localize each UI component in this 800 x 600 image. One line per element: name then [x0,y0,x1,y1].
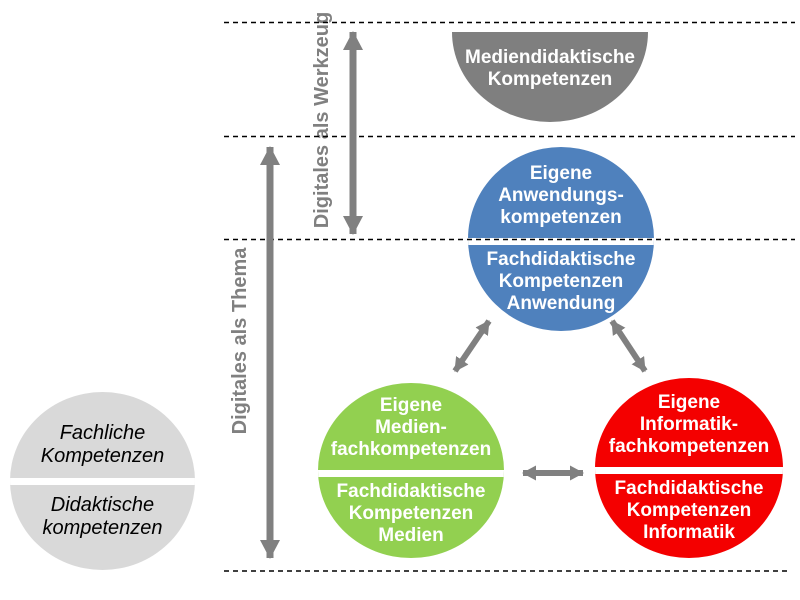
node-top-label: Eigene Medien- fachkompetenzen [330,394,492,460]
node-top-half: Eigene Anwendungs- kompetenzen [468,147,654,238]
node-medienfachkompetenzen: Eigene Medien- fachkompetenzen Fachdidak… [318,383,504,558]
node-label: Mediendidaktische Kompetenzen [465,47,635,90]
arrow-anwendung-informatik [609,319,648,373]
node-bottom-half: Fachdidaktische Kompetenzen Informatik [595,474,783,558]
node-divider [595,467,783,474]
node-bottom-label: Fachdidaktische Kompetenzen Medien [336,480,486,546]
node-divider [468,238,654,245]
node-anwendungskompetenzen: Eigene Anwendungs- kompetenzen Fachdidak… [468,147,654,331]
node-mediendidaktische-kompetenzen: Mediendidaktische Kompetenzen [452,32,648,122]
node-top-half: Fachliche Kompetenzen [10,392,195,478]
node-top-label: Fachliche Kompetenzen [40,422,165,467]
node-bottom-half: Fachdidaktische Kompetenzen Anwendung [468,245,654,331]
node-top-half: Eigene Informatik- fachkompetenzen [595,378,783,467]
node-bottom-label: Didaktische kompetenzen [42,494,163,539]
node-top-label: Eigene Anwendungs- kompetenzen [498,163,624,228]
node-divider [318,469,504,477]
node-bottom-half: Fachdidaktische Kompetenzen Medien [318,477,504,559]
node-top-label: Eigene Informatik- fachkompetenzen [608,392,770,457]
node-bottom-label: Fachdidaktische Kompetenzen Informatik [614,478,764,543]
node-bottom-label: Fachdidaktische Kompetenzen Anwendung [486,249,636,314]
axis-label-digitales-als-thema: Digitales als Thema [229,247,251,435]
node-divider [10,478,195,485]
node-informatikfachkompetenzen: Eigene Informatik- fachkompetenzen Fachd… [595,378,783,558]
node-bottom-half: Didaktische kompetenzen [10,485,195,570]
axis-label-digitales-als-werkzeug: Digitales als Werkzeug [311,11,333,229]
arrow-anwendung-medien [452,319,492,373]
node-top-half: Eigene Medien- fachkompetenzen [318,383,504,470]
node-fachliche-didaktische-kompetenzen: Fachliche Kompetenzen Didaktische kompet… [10,392,195,570]
